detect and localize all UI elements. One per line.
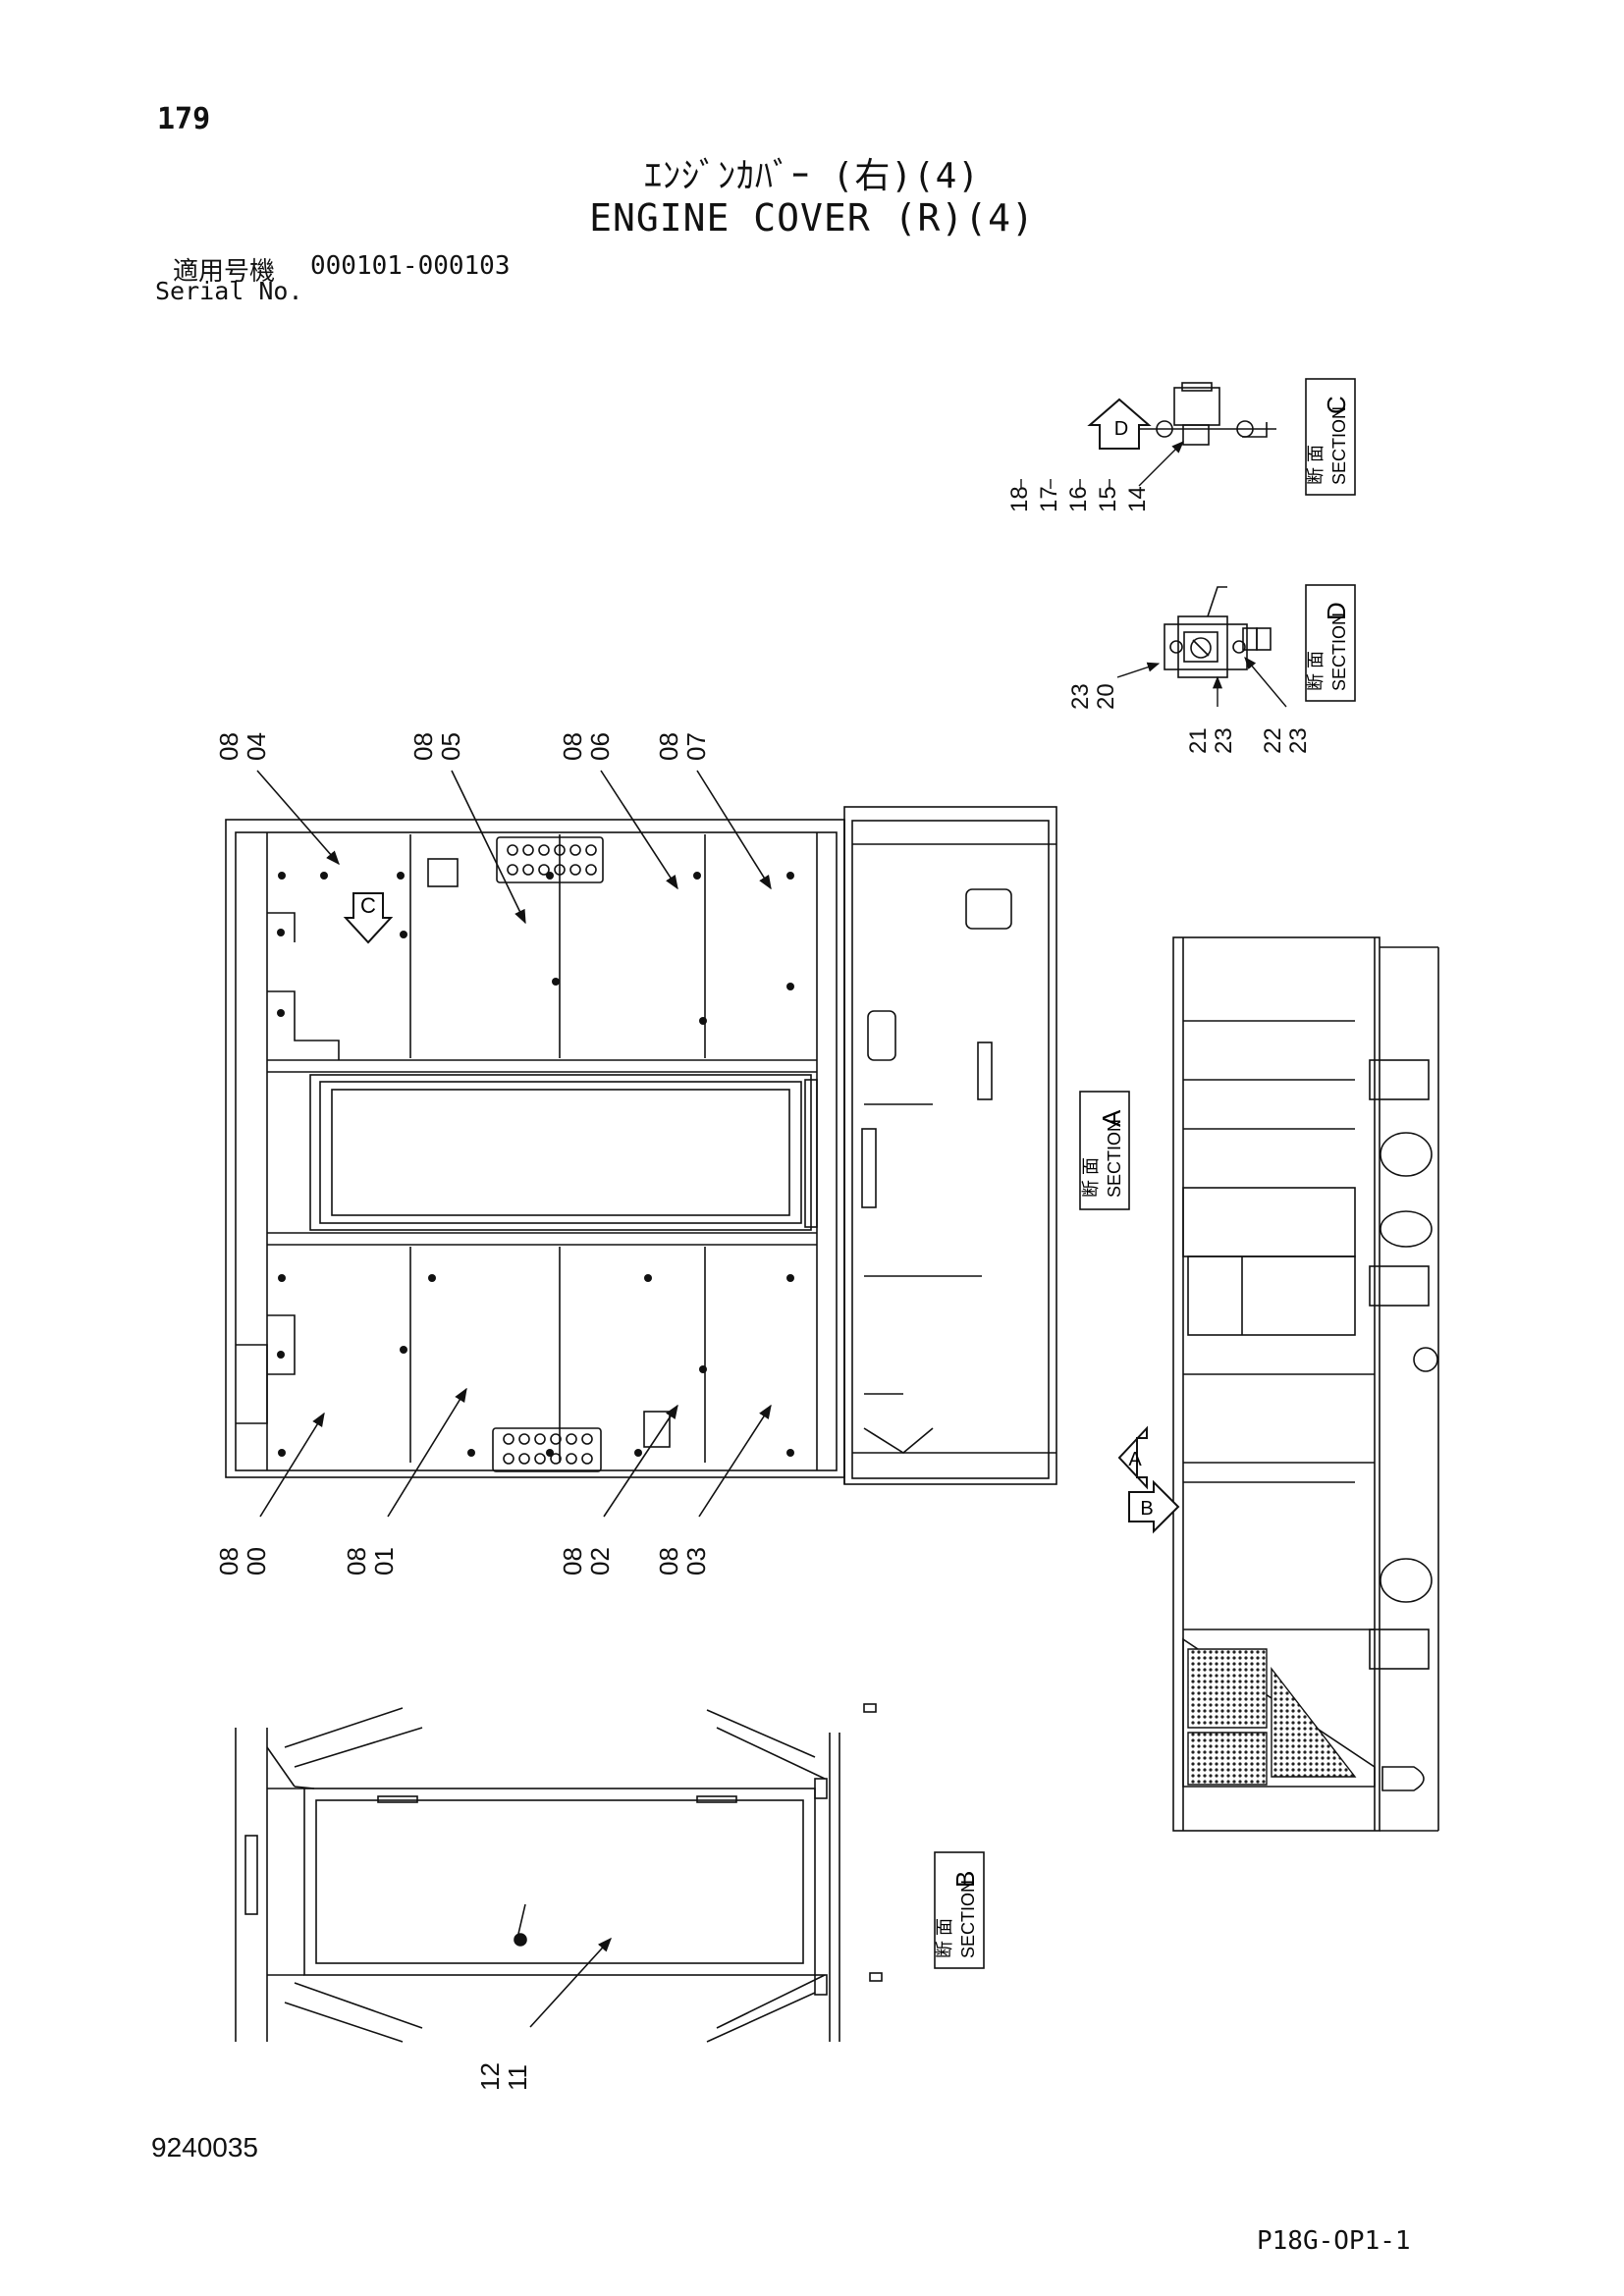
svg-text:断 面: 断 面 [1306,445,1326,485]
view-arrow-c: C [343,892,394,944]
svg-text:B: B [950,1871,980,1888]
svg-text:08: 08 [408,732,438,761]
svg-text:A: A [1097,1109,1126,1127]
svg-text:11: 11 [503,2064,532,2091]
svg-text:14: 14 [1124,486,1151,512]
svg-text:21: 21 [1185,727,1212,754]
title-english: ENGINE COVER (R)(4) [589,196,1035,240]
svg-text:SECTION: SECTION [1329,406,1349,485]
svg-text:15: 15 [1095,486,1121,512]
svg-text:23: 23 [1067,683,1094,710]
bolt-holes [277,872,794,1457]
svg-text:A: A [1128,1449,1142,1470]
svg-text:07: 07 [681,732,711,761]
svg-text:23: 23 [1285,727,1312,754]
serial-range: 000101-000103 [310,251,511,281]
view-arrow-a: A [1117,1425,1148,1490]
section-d-view [1164,586,1272,678]
page-number: 179 [157,102,211,136]
svg-text:SECTION: SECTION [1329,613,1349,691]
section-b-label: 断 面 SECTION B [934,1851,985,1969]
svg-text:SECTION: SECTION [1105,1119,1124,1198]
svg-text:SECTION: SECTION [958,1880,978,1958]
latch-bracket [427,858,459,887]
svg-text:08: 08 [654,1547,683,1575]
section-d-label: 断 面 SECTION D [1305,584,1356,702]
serial-label-japanese: 適用号機 [173,257,276,287]
mesh-grille [1187,1648,1357,1786]
svg-text:16: 16 [1065,486,1092,512]
svg-text:08: 08 [558,732,587,761]
view-arrow-d: D [1087,398,1152,450]
svg-text:B: B [1140,1498,1153,1520]
svg-text:17: 17 [1036,486,1062,512]
callouts-section-c: 18 17 16 15 14 [1006,486,1151,512]
callouts-section-b: 12 11 [475,2062,532,2091]
section-a-label: 断 面 SECTION A [1079,1091,1130,1210]
cover-frame-outline [225,819,845,1478]
center-opening [309,1074,812,1231]
section-c-view [1129,382,1276,446]
svg-text:04: 04 [242,732,271,761]
vent-slots [503,844,597,1465]
svg-text:08: 08 [342,1547,371,1575]
svg-text:08: 08 [558,1547,587,1575]
svg-text:02: 02 [585,1547,615,1575]
callouts-top: 08 04 08 05 08 06 08 07 [214,732,711,761]
svg-text:断 面: 断 面 [1306,651,1326,691]
svg-text:D: D [1114,418,1128,440]
drawing-number: 9240035 [151,2132,259,2163]
svg-text:23: 23 [1211,727,1237,754]
svg-text:18: 18 [1006,486,1033,512]
svg-text:20: 20 [1093,683,1119,710]
svg-text:C: C [1322,396,1351,414]
svg-text:05: 05 [436,732,465,761]
svg-text:00: 00 [242,1547,271,1575]
callouts-bottom: 08 00 08 01 08 02 08 03 [214,1547,711,1575]
main-plan-view [225,806,1057,1485]
svg-text:06: 06 [585,732,615,761]
louver-vent-bottom [492,1427,602,1472]
svg-text:D: D [1322,602,1351,620]
section-c-label: 断 面 SECTION C [1305,378,1356,496]
svg-text:08: 08 [214,1547,244,1575]
svg-text:22: 22 [1260,727,1286,754]
svg-text:C: C [360,893,376,918]
title-japanese: ｴﾝｼﾞﾝｶﾊﾞｰ (右)(4) [643,156,981,196]
callouts-section-d: 23 20 21 23 22 23 [1067,683,1312,754]
section-b-view [235,1703,883,2043]
view-arrow-b: B [1128,1479,1180,1534]
louver-vent-top [496,836,604,883]
svg-text:断 面: 断 面 [935,1918,954,1958]
page-code: P18G-OP1-1 [1257,2226,1411,2256]
svg-text:08: 08 [214,732,244,761]
svg-text:断 面: 断 面 [1081,1157,1101,1198]
svg-text:01: 01 [369,1547,399,1575]
serial-label-english: Serial No. [155,277,303,305]
svg-text:12: 12 [475,2062,505,2091]
svg-text:03: 03 [681,1547,711,1575]
svg-text:08: 08 [654,732,683,761]
